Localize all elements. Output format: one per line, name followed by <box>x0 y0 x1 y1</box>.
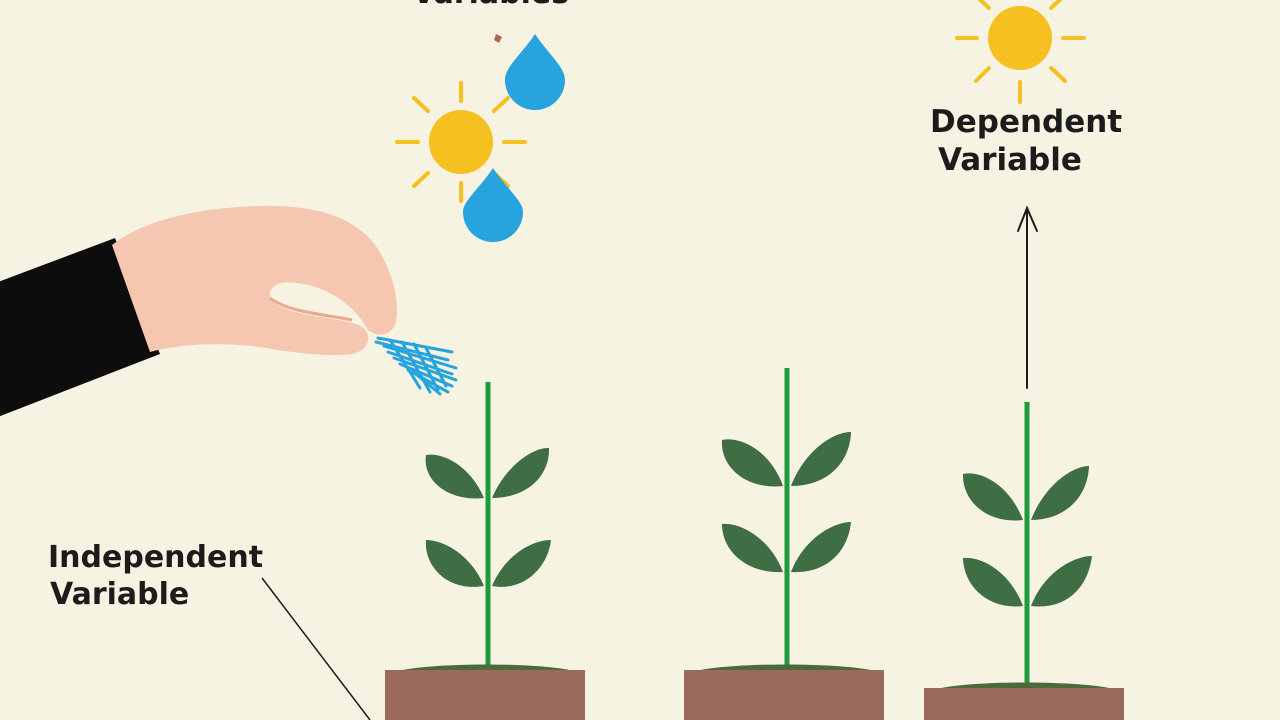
flower-pot-icon-2 <box>684 664 884 720</box>
dependent-label-line1: Dependent <box>930 104 1123 140</box>
water-drop-icon-bottom <box>463 168 523 242</box>
finger-crease <box>269 296 353 322</box>
plant-icon-3 <box>962 402 1092 684</box>
pointer-line <box>261 577 371 720</box>
independent-variable-label: Independent Variable <box>48 540 263 613</box>
independent-label-line1: Independent <box>48 540 264 575</box>
sleeve <box>0 238 160 417</box>
sun-icon-right <box>955 0 1086 104</box>
small-debris-mark <box>494 34 502 43</box>
plant-icon-1 <box>425 382 551 668</box>
independent-label-line2: Variable <box>50 576 190 612</box>
water-drop-icon-top <box>505 34 565 110</box>
flower-pot-icon-3 <box>924 682 1124 720</box>
dependent-variable-label: Dependent Variable <box>930 104 1122 180</box>
controlled-variables-text: Variables <box>412 0 569 11</box>
controlled-variables-label: Variables <box>412 0 569 13</box>
dependent-label-line2: Variable <box>938 141 1082 178</box>
arrow-up-icon <box>1017 205 1038 389</box>
hand-icon <box>112 205 398 356</box>
water-spray <box>374 336 458 396</box>
flower-pot-icon-1 <box>385 664 585 720</box>
plant-icon-2 <box>721 368 851 668</box>
sun-icon-left <box>395 81 527 203</box>
